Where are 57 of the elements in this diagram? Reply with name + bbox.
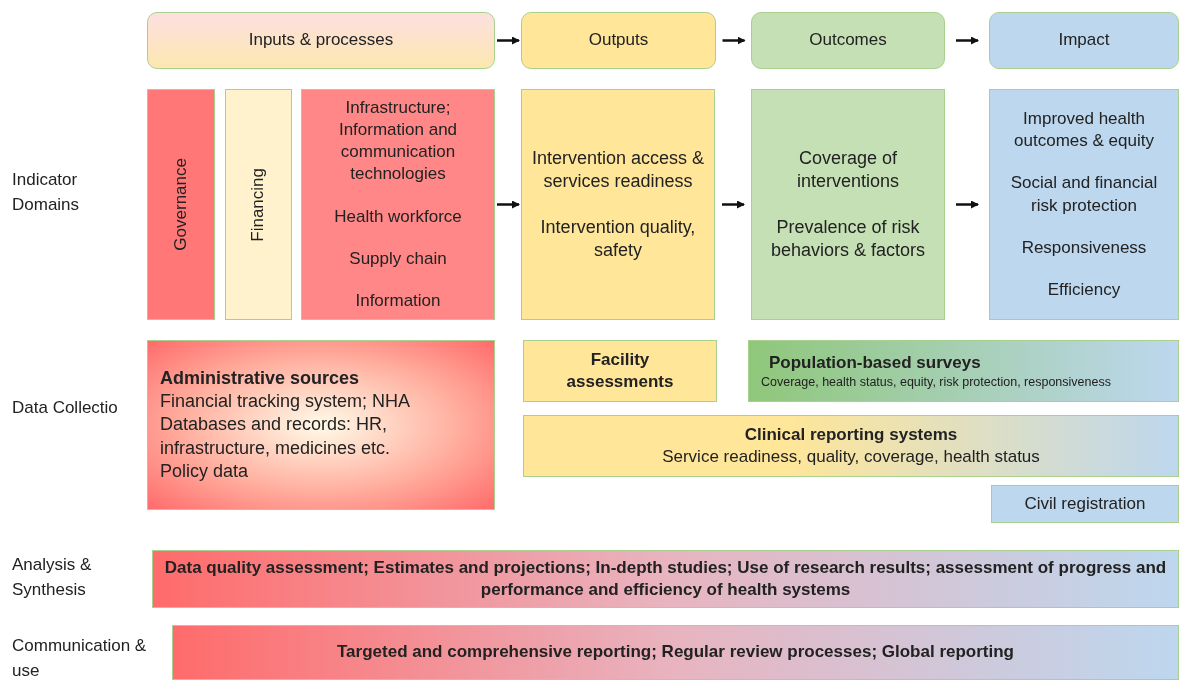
data-source-box [991,485,1179,523]
box-text: Responsiveness [1020,236,1148,259]
domain-box [225,89,292,320]
box-text: Coverage of interventions [795,146,901,194]
data-source-box [748,340,1179,402]
box-text: Financial tracking system; NHA [160,389,411,413]
box-text: Inputs & processes [247,29,395,52]
box-text: Social and financial risk protection [1009,172,1159,217]
data-source-box [523,415,1179,477]
analysis-band [152,550,1179,608]
box-title: Facility assessments [565,348,675,393]
row-label: Communication & use [12,635,148,680]
box-text: Intervention quality, safety [539,215,697,262]
domain-box [751,89,945,320]
domain-box [147,89,215,320]
row-label: Indicator Domains [12,169,81,216]
box-title: Data quality assessment; Estimates and projections; In-depth studies; Use of research results; assessment of progress and performance and efficiency of health systems [163,556,1168,601]
stage-header [989,12,1179,69]
arrow [956,200,979,209]
box-text: Impact [1057,29,1111,52]
data-source-box [523,340,717,402]
box-text: Infrastructure; Information and communication technologies [337,97,459,186]
box-title: Administrative sources [160,366,360,390]
box-text: Health workforce [333,205,463,228]
stage-header [751,12,945,69]
arrow [722,36,746,45]
box-text: Outputs [587,29,650,52]
arrow [722,200,745,209]
domain-box [301,89,495,320]
box-title: Targeted and comprehensive reporting; Regular review processes; Global reporting [336,641,1015,664]
arrow [497,200,520,209]
domain-box [521,89,715,320]
box-text: Improved health outcomes & equity [1013,108,1155,153]
box-text: Policy data [160,460,249,484]
box-text: Civil registration [1023,492,1147,515]
box-text: Outcomes [808,29,888,52]
data-source-box [147,340,495,510]
stage-header [147,12,495,69]
communication-band [172,625,1179,680]
box-text: Coverage, health status, equity, risk protection, responsiveness [761,373,1111,391]
box-text: Supply chain [348,247,448,270]
arrow [956,36,979,45]
box-text: Governance [169,158,191,251]
row-label: Analysis & Synthesis [12,554,93,601]
domain-box [989,89,1179,320]
arrow [497,36,520,45]
row-label: Data Collectio [12,397,119,419]
box-title: Population-based surveys [768,351,982,374]
box-text: Intervention access & services readiness [530,146,706,194]
box-text: Information [354,289,442,312]
box-title: Clinical reporting systems [743,423,959,446]
box-text: Efficiency [1046,278,1122,301]
box-text: Prevalence of risk behaviors & factors [769,215,927,262]
box-text: Databases and records: HR, infrastructure, medicines etc. [160,413,392,460]
stage-header [521,12,716,69]
box-text: Service readiness, quality, coverage, health status [661,446,1041,468]
box-text: Financing [247,167,269,242]
